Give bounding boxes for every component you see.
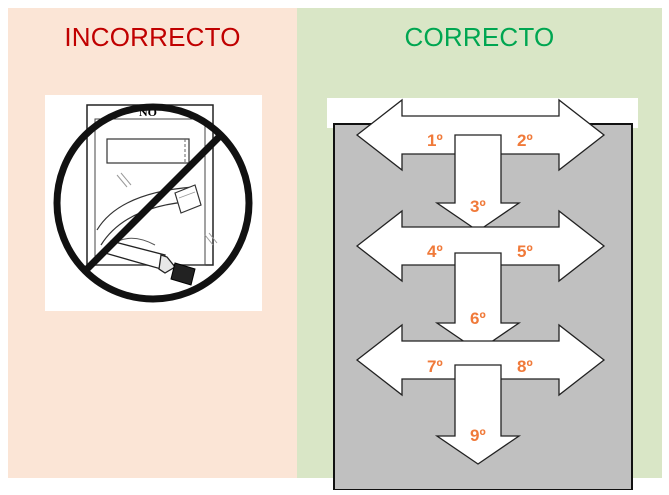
step-9-label: 9º	[470, 426, 486, 445]
cleaning-order-diagram: 1º 2º 3º 4º 5º 6º 7º 8º 9º	[327, 98, 638, 491]
step-6-label: 6º	[470, 309, 486, 328]
prohibited-sign-icon: NO	[53, 103, 253, 303]
step-5-label: 5º	[517, 242, 533, 261]
step-8-label: 8º	[517, 357, 533, 376]
step-2-label: 2º	[517, 131, 533, 150]
direction-arrow-icon	[355, 323, 606, 397]
direction-arrow-icon	[434, 364, 522, 465]
correct-illustration: 1º 2º 3º 4º 5º 6º 7º 8º 9º	[327, 98, 638, 491]
paint-tube-icon	[104, 237, 196, 286]
step-3-label: 3º	[470, 197, 486, 216]
incorrect-illustration: NO	[45, 95, 262, 311]
sponge-icon	[174, 184, 202, 214]
step-1-label: 1º	[427, 131, 443, 150]
incorrect-heading: INCORRECTO	[64, 22, 241, 52]
incorrect-panel: INCORRECTO NO	[8, 8, 297, 478]
direction-arrow-icon	[434, 252, 522, 352]
step-7-label: 7º	[427, 357, 443, 376]
correct-heading: CORRECTO	[404, 22, 555, 52]
direction-arrow-icon	[355, 209, 606, 283]
correct-panel: CORRECTO 1º 2º 3º 4º 5º 6º 7º 8º 9º	[297, 8, 662, 491]
direction-arrow-icon	[434, 134, 522, 232]
step-4-label: 4º	[427, 242, 443, 261]
